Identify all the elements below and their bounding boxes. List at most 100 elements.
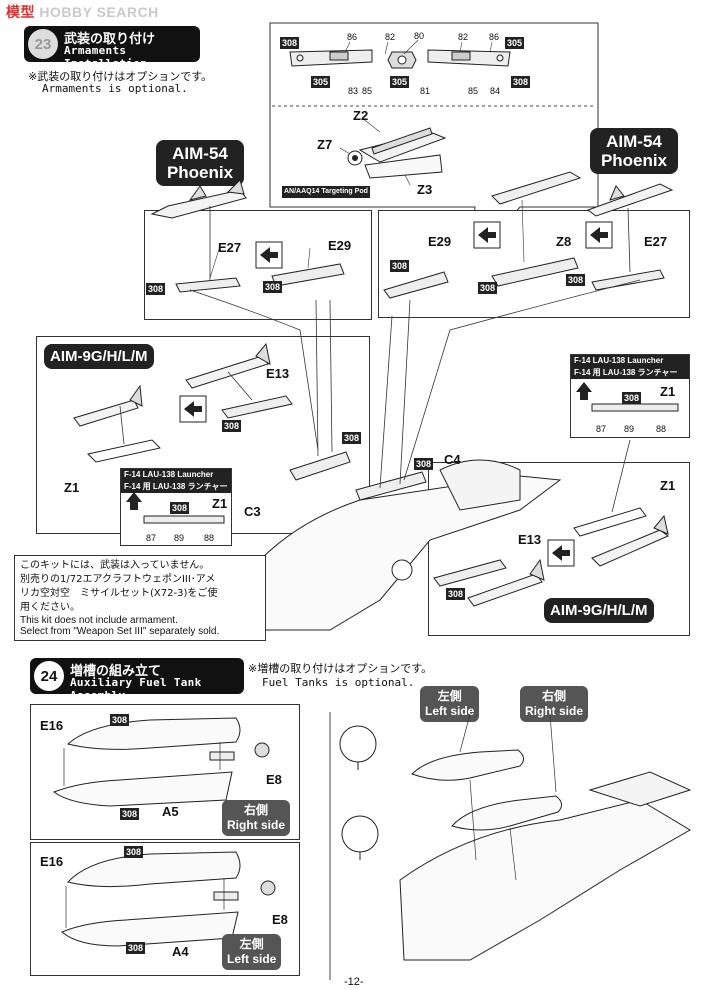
pod-part-ref: 81 (420, 86, 431, 96)
part-tag: 308 (478, 282, 498, 294)
armament-note-en: Armaments is optional. (42, 82, 188, 95)
part-tag: 308 (566, 274, 586, 286)
part-tag: 308 (414, 458, 434, 470)
part-tag: 308 (110, 714, 130, 726)
step-number: 24 (34, 661, 64, 691)
launcher-part-tag: 308 (170, 502, 190, 514)
step-23-header: 23 武装の取り付け Armaments Installation (24, 26, 200, 70)
install-label-en: Right side (525, 704, 584, 718)
step-title-en: Auxiliary Fuel Tank Assembly (70, 676, 202, 702)
side-label-jp: 左側 (239, 937, 264, 951)
main-part-label-c4: C4 (444, 452, 461, 467)
kit-note-en-line: Select from "Weapon Set III" separately … (20, 626, 220, 637)
pod-part-ref: 84 (490, 86, 501, 96)
step-title-jp: 増槽の組み立て (70, 664, 162, 679)
pod-part-ref: 82 (385, 32, 396, 42)
pod-part-ref: 83 (348, 86, 359, 96)
launcher-title-jp: F-14 用 LAU-138 ランチャー (121, 481, 231, 493)
launcher-ref: 89 (174, 533, 185, 543)
pod-part-label: Z7 (317, 137, 333, 152)
launcher-title-en: F-14 LAU-138 Launcher (121, 469, 231, 481)
pod-part-label: Z3 (417, 182, 433, 197)
tank-part-label: E8 (266, 772, 282, 787)
part-label-z1: Z1 (64, 480, 80, 495)
tank-part-label: E16 (40, 854, 64, 869)
install-label-en: Left side (425, 704, 475, 718)
launcher-ref: 87 (596, 424, 607, 434)
right-phoenix-panel (378, 210, 690, 318)
kit-note-jp-line: このキットには、武装は入っていません。 (20, 560, 210, 571)
tank-part-label: A5 (162, 804, 179, 819)
install-label-left: 左側 Left side (420, 686, 480, 722)
pod-part-ref: 86 (347, 32, 358, 42)
pod-part-tag: 305 (505, 37, 525, 49)
main-part-label-c3: C3 (244, 504, 261, 519)
pod-part-ref: 80 (414, 31, 425, 41)
pod-part-tag: 305 (390, 76, 410, 88)
side-label-right: 右側 Right side (222, 800, 291, 836)
main-part-label-z1: Z1 (660, 478, 676, 493)
part-tag: 308 (126, 942, 146, 954)
part-tag: 308 (146, 283, 166, 295)
phoenix-label-right: AIM-54 Phoenix (590, 128, 678, 174)
kit-note-box: このキットには、武装は入っていません。 別売りの1/72エアクラフトウェポンII… (14, 555, 266, 641)
part-label-e29: E29 (328, 238, 352, 253)
launcher-part-label: Z1 (212, 496, 228, 511)
tank-part-label: E8 (272, 912, 288, 927)
part-tag: 308 (446, 588, 466, 600)
part-label-z8: Z8 (556, 234, 572, 249)
step-number: 23 (28, 29, 58, 59)
step-title-en: Armaments Installation (64, 44, 148, 70)
pod-part-ref: 85 (362, 86, 373, 96)
part-label-e13: E13 (266, 366, 290, 381)
step-title-jp: 武装の取り付け (64, 32, 156, 47)
page-number: -12- (344, 976, 364, 988)
part-label-e29: E29 (428, 234, 452, 249)
tank-part-label: E16 (40, 718, 64, 733)
fuel-tank-note-jp: ※増槽の取り付けはオプションです。 (248, 662, 433, 675)
launcher-ref: 89 (624, 424, 635, 434)
part-label-e27: E27 (218, 240, 242, 255)
kit-note-jp-line: 用ください。 (20, 602, 80, 613)
launcher-ref: 88 (656, 424, 667, 434)
pod-part-tag: 305 (311, 76, 331, 88)
install-label-jp: 左側 (437, 689, 462, 703)
sidewinder-label-right: AIM-9G/H/L/M (544, 598, 654, 623)
part-tag: 308 (263, 281, 283, 293)
install-label-right: 右側 Right side (520, 686, 589, 722)
part-tag: 308 (390, 260, 410, 272)
part-tag: 308 (120, 808, 140, 820)
pod-part-label: Z2 (353, 108, 369, 123)
side-label-en: Right side (227, 818, 286, 832)
launcher-ref: 88 (204, 533, 215, 543)
pod-name-label: AN/AAQ14 Targeting Pod (282, 186, 370, 198)
launcher-part-label: Z1 (660, 384, 676, 399)
part-tag: 308 (124, 846, 144, 858)
step-24-header: 24 増槽の組み立て Auxiliary Fuel Tank Assembly (30, 658, 244, 702)
launcher-ref: 87 (146, 533, 157, 543)
sidewinder-label-left: AIM-9G/H/L/M (44, 344, 154, 369)
tank-part-label: A4 (172, 944, 189, 959)
side-label-jp: 右側 (244, 803, 269, 817)
phoenix-label-left: AIM-54 Phoenix (156, 140, 244, 186)
kit-note-en-line: This kit does not include armament. (20, 615, 178, 626)
armament-note-jp: ※武装の取り付けはオプションです。 (28, 70, 213, 83)
fuel-tank-note-en: Fuel Tanks is optional. (262, 676, 415, 689)
kit-note-jp-line: リカ空対空 ミサイルセット(X72-3)をご使 (20, 588, 218, 599)
part-tag: 308 (342, 432, 362, 444)
side-label-left: 左側 Left side (222, 934, 282, 970)
install-label-jp: 右側 (542, 689, 567, 703)
side-label-en: Left side (227, 952, 277, 966)
pod-part-tag: 308 (511, 76, 531, 88)
pod-part-tag: 308 (280, 37, 300, 49)
watermark: 模型 HOBBY SEARCH (6, 4, 159, 20)
